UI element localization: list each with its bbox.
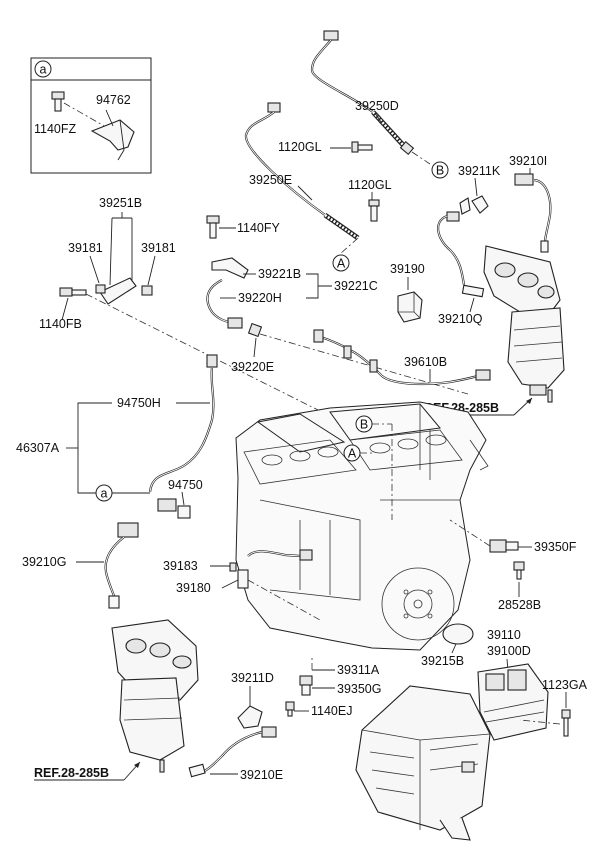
bracket-39251B-part: [95, 277, 153, 305]
bolt-28528B-part: [513, 561, 525, 580]
relay-39190-part: [397, 291, 423, 323]
exhaust-manifold-left-part: [111, 619, 199, 773]
callout-A-engine: A: [348, 447, 357, 461]
ref-bottom: REF.28-285B: [34, 766, 109, 780]
label-1140FY: 1140FY: [237, 221, 281, 235]
harness-39610B-part: [313, 329, 491, 386]
label-39610B: 39610B: [404, 355, 447, 369]
callout-a-left: a: [101, 487, 108, 501]
label-39210G: 39210G: [22, 555, 66, 569]
label-39211K: 39211K: [458, 164, 501, 178]
label-39190: 39190: [390, 262, 425, 276]
bolt-1120GL-a-part: [351, 141, 373, 153]
label-1123GA: 1123GA: [542, 678, 588, 692]
label-28528B: 28528B: [498, 598, 541, 612]
label-94750: 94750: [168, 478, 203, 492]
sensor-39180-part: [229, 549, 313, 589]
callout-b-top: B: [436, 164, 444, 178]
sensor-39220H-part: [206, 257, 263, 338]
inset-tag-circle: [34, 60, 52, 78]
label-39350G: 39350G: [337, 682, 381, 696]
label-1140FZ: 1140FZ: [34, 122, 77, 136]
sensor-39210E-part: [188, 726, 277, 778]
label-39311A: 39311A: [337, 663, 380, 677]
bolt-1140EJ-part: [285, 701, 295, 717]
label-39210E: 39210E: [240, 768, 283, 782]
bolt-1140FB-part: [59, 287, 87, 297]
label-39210Q: 39210Q: [438, 312, 483, 326]
label-1120GL-b: 1120GL: [348, 178, 392, 192]
engine-block-part: [235, 401, 489, 651]
sensor-39350F-part: [489, 539, 519, 553]
label-46307A: 46307A: [16, 441, 60, 455]
label-39221B: 39221B: [258, 267, 301, 281]
bracket-39211D-part: [237, 705, 263, 729]
label-39250E: 39250E: [249, 173, 292, 187]
label-39183: 39183: [163, 559, 198, 573]
bolt-1120GL-b-part: [368, 199, 380, 222]
label-94762: 94762: [96, 93, 131, 107]
label-39350F: 39350F: [534, 540, 577, 554]
label-39181-b: 39181: [141, 241, 176, 255]
label-39211D: 39211D: [231, 671, 274, 685]
label-39210I: 39210I: [509, 154, 547, 168]
callout-a-upper-circle-top: [332, 254, 350, 272]
sensor-39250E-part: [244, 102, 360, 241]
sensor-39350G-part: [299, 675, 313, 696]
inset-detail-a: a 94762 1140FZ: [30, 57, 152, 174]
bracket-39211K-part: [459, 195, 489, 215]
label-39220E: 39220E: [231, 360, 274, 374]
label-39180: 39180: [176, 581, 211, 595]
label-39110: 39110: [487, 628, 521, 642]
ecu-39110-part: [477, 663, 549, 741]
air-cleaner-part: [355, 685, 491, 841]
inset-tag: a: [40, 63, 47, 77]
label-39181-a: 39181: [68, 241, 103, 255]
callout-b-circle-top: [431, 161, 449, 179]
sensor-46307A-part: [148, 354, 218, 519]
callout-b-engine: B: [360, 418, 368, 432]
sensor-39210I-part: [514, 173, 552, 253]
sensor-39250D-part: [310, 30, 415, 156]
sensor-39210G-part: [104, 522, 139, 609]
label-1140EJ: 1140EJ: [311, 704, 352, 718]
bolt-1140FY-part: [206, 215, 220, 239]
label-1140FB: 1140FB: [39, 317, 82, 331]
label-39251B: 39251B: [99, 196, 142, 210]
bolt-1140FZ-part: [51, 91, 65, 112]
callout-A-top: A: [337, 257, 346, 271]
label-39250D: 39250D: [355, 99, 399, 113]
label-94750H: 94750H: [117, 396, 161, 410]
label-1120GL-a: 1120GL: [278, 140, 322, 154]
bolt-1123GA-part: [561, 709, 571, 737]
label-39100D: 39100D: [487, 644, 531, 658]
label-39220H: 39220H: [238, 291, 282, 305]
exhaust-manifold-right-part: [483, 245, 565, 403]
plug-39215B-part: [442, 623, 474, 645]
label-39221C: 39221C: [334, 279, 378, 293]
sensor-39210Q-part: [437, 211, 485, 298]
label-39215B: 39215B: [421, 654, 464, 668]
